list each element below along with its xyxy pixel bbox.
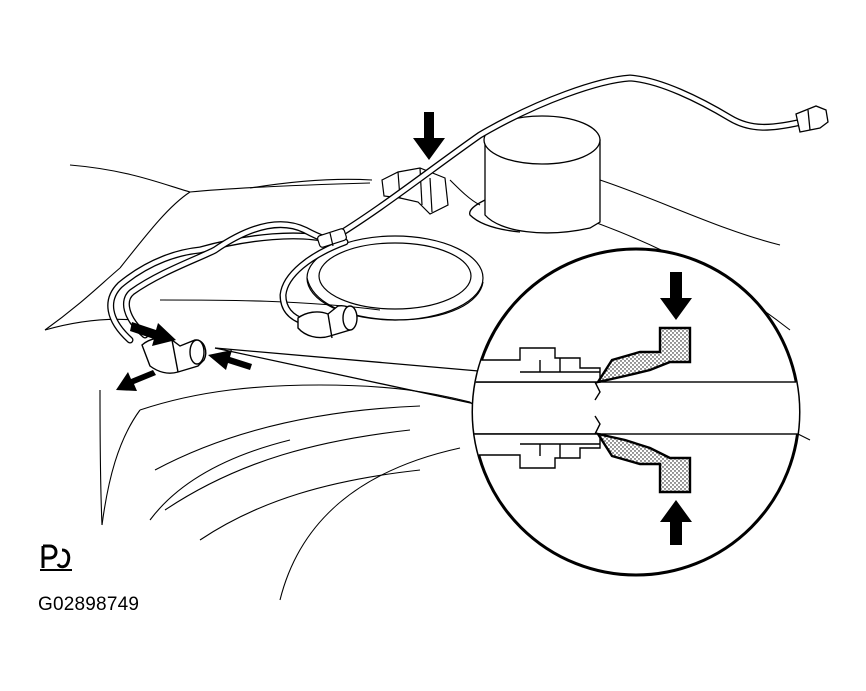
pump-mount-ring [306, 235, 484, 321]
push-arrow-connector-left [130, 322, 176, 346]
fuel-line-main [107, 74, 814, 344]
fuel-line-return [122, 221, 349, 339]
service-marker-icon [40, 544, 72, 571]
push-arrow-connector-right [208, 350, 252, 370]
push-arrow-inset-top [660, 272, 692, 320]
inset-seal-upper [595, 326, 692, 384]
push-arrow-inset-bottom [660, 500, 692, 545]
inset-detail-view [471, 247, 801, 577]
inset-connector-upper [473, 347, 601, 383]
inset-seal-lower [595, 432, 692, 494]
leader-lines [214, 347, 491, 406]
push-arrow-upper-clamp [413, 112, 445, 160]
quick-connector-right [297, 305, 358, 339]
quick-connector-left [141, 337, 207, 374]
figure-id-label: G02898749 [38, 594, 140, 615]
pull-arrow-connector [116, 370, 156, 391]
line-joint [317, 228, 347, 248]
outlet-connector [795, 105, 829, 133]
fuel-filter-canister [469, 115, 601, 234]
line-clamp-bracket [381, 167, 449, 215]
inset-connector-lower [473, 433, 601, 469]
inset-tube [473, 381, 799, 435]
